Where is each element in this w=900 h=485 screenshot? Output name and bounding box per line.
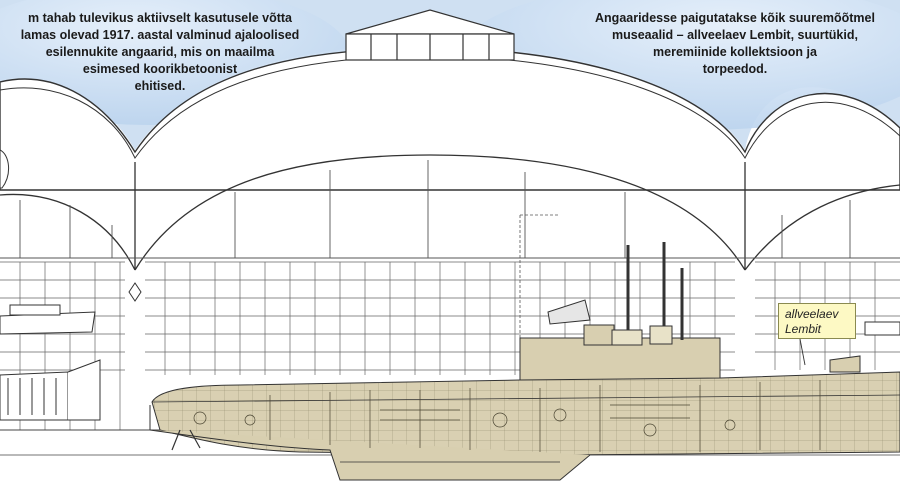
caption-right-line-4: torpeedod. xyxy=(702,62,768,76)
roof-lantern xyxy=(345,9,515,61)
caption-left: m tahab tulevikus aktiivselt kasutusele … xyxy=(0,10,330,95)
callout-leader xyxy=(799,338,806,366)
callout-line-1: allveelaev xyxy=(785,307,839,321)
caption-left-line-5: ehitised. xyxy=(134,79,186,93)
vault-arches xyxy=(0,154,900,271)
caption-right-line-3: meremiinide kollektsioon ja xyxy=(653,45,817,59)
caption-right: Angaaridesse paigutatakse kõik suuremõõt… xyxy=(555,10,900,78)
submarine-lembit xyxy=(149,242,900,481)
upper-windows xyxy=(0,160,900,259)
diamond-marker xyxy=(128,282,142,302)
caption-right-line-1: Angaaridesse paigutatakse kõik suuremõõt… xyxy=(595,11,875,25)
caption-right-line-2: museaalid – allveelaev Lembit, suurtükid… xyxy=(612,28,858,42)
caption-left-line-2: lamas olevad 1917. aastal valminud ajalo… xyxy=(20,28,300,42)
caption-left-line-4: esimesed koorikbetoonist xyxy=(82,62,238,76)
submarine-callout: allveelaev Lembit xyxy=(778,303,856,339)
guide-lines xyxy=(519,214,560,345)
callout-line-2: Lembit xyxy=(785,322,822,336)
caption-left-line-3: esilennukite angaarid, mis on maailma xyxy=(45,45,275,59)
left-boat xyxy=(0,149,101,421)
caption-left-line-1: m tahab tulevikus aktiivselt kasutusele … xyxy=(28,11,292,25)
